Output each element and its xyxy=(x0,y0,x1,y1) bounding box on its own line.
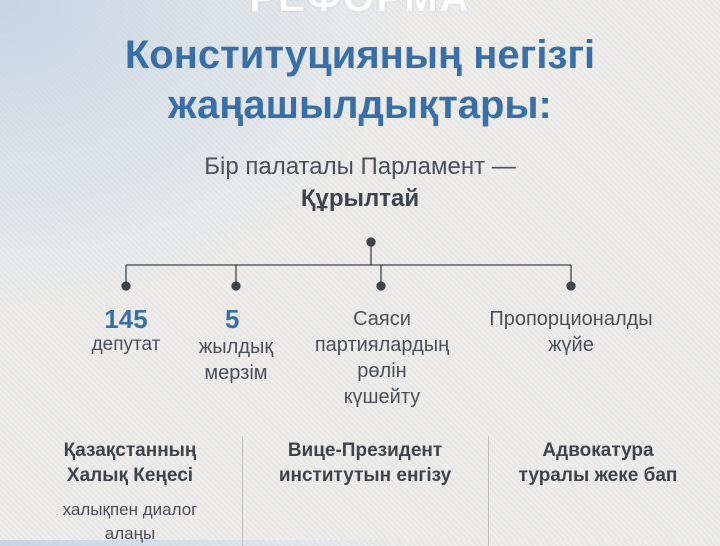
peoples-council-title-line-2: Халық Кеңесі xyxy=(66,465,194,486)
parties-line-4: күшейту xyxy=(343,386,421,408)
branch-dot-2 xyxy=(231,281,241,291)
vice-president-title-line-1: Вице-Президент xyxy=(287,440,443,461)
vice-president-title-line-2: институтын енгізу xyxy=(278,465,452,486)
title-line-2: жаңашылдықтары: xyxy=(168,83,552,127)
title-line-1: Конституцияның негізгі xyxy=(124,33,596,77)
parties-line-1: Саяси xyxy=(353,308,411,330)
deputies-item: 145 депутат xyxy=(76,304,176,356)
peoples-council-text-line-1: халықпен диалог xyxy=(62,500,198,519)
branch-dot-3 xyxy=(376,281,386,291)
divider-2 xyxy=(488,436,489,546)
term-item: 5 жылдық мерзім xyxy=(176,304,296,386)
parties-line-3: рөлін xyxy=(357,360,407,382)
kurultai-label: Құрылтай xyxy=(300,185,420,212)
connector-tree xyxy=(121,237,576,291)
peoples-council-text-line-2: алаңы xyxy=(104,524,156,543)
parliament-subtitle: Бір палаталы Парламент — xyxy=(204,153,516,180)
peoples-council-title: Қазақстанның Халық Кеңесі xyxy=(20,438,240,488)
branch-dot-1 xyxy=(121,281,131,291)
deputies-label: депутат xyxy=(91,334,161,355)
peoples-council-text: халықпен диалог алаңы xyxy=(20,498,240,546)
branch-dot-4 xyxy=(566,281,576,291)
term-label-line-2: мерзім xyxy=(204,362,268,384)
term-label-line-1: жылдық xyxy=(198,336,274,358)
parties-line-2: партиялардың xyxy=(314,334,450,356)
divider-1 xyxy=(242,436,243,546)
deputies-count: 145 xyxy=(104,304,148,334)
vice-president-title: Вице-Президент институтын енгізу xyxy=(252,438,478,488)
term-years: 5 xyxy=(225,304,240,334)
peoples-council-title-line-1: Қазақстанның xyxy=(63,440,197,461)
proportional-line-1: Пропорционалды xyxy=(489,308,653,330)
advocacy-title: Адвокатура туралы жеке бап xyxy=(496,438,700,488)
advocacy-title-line-1: Адвокатура xyxy=(542,440,654,461)
reform-heading: РЕФОРМА xyxy=(0,0,720,21)
advocacy-title-line-2: туралы жеке бап xyxy=(518,465,678,486)
parties-item: Саяси партиялардың рөлін күшейту xyxy=(296,306,468,410)
page-title: Конституцияның негізгі жаңашылдықтары: xyxy=(60,30,660,130)
proportional-line-2: жүйе xyxy=(548,334,594,356)
proportional-item: Пропорционалды жүйе xyxy=(466,306,676,358)
